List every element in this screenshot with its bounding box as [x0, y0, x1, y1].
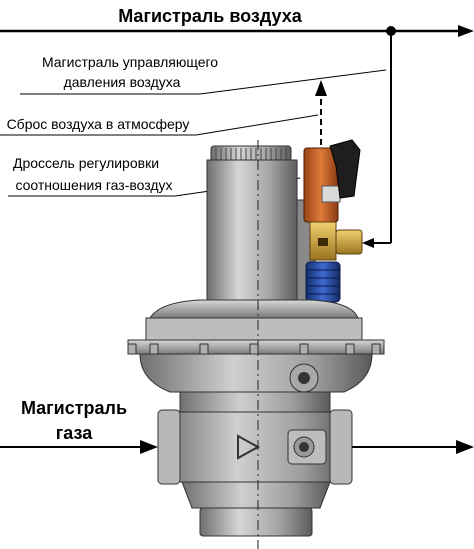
inlet-port	[157, 409, 181, 485]
outlet-port	[329, 409, 353, 485]
lower-port	[287, 429, 327, 465]
upper-port	[289, 363, 319, 393]
flange-bolts	[127, 343, 381, 355]
gas-main-label-1: Магистраль	[21, 398, 127, 418]
brass-fitting	[309, 221, 363, 261]
control-line-label-1: Магистраль управляющего	[42, 54, 218, 70]
leader-control	[199, 69, 387, 95]
vent-arrow	[315, 80, 327, 145]
valve-base	[181, 481, 331, 509]
vent-label: Сброс воздуха в атмосферу	[7, 116, 190, 132]
throttle-label-1: Дроссель регулировки	[13, 155, 159, 171]
control-pressure-line	[362, 31, 392, 248]
leader-vent	[195, 114, 319, 136]
diaphragm-middle	[145, 317, 363, 341]
gas-main-label-2: газа	[56, 423, 93, 443]
throttle-label-2: соотношения газ-воздух	[15, 177, 172, 193]
throttle-handle	[329, 139, 361, 199]
blue-fitting	[305, 261, 341, 303]
diaphragm-lower	[139, 353, 373, 393]
valve-neck	[179, 391, 331, 413]
gas-main-line	[0, 440, 474, 454]
regulator-cylinder	[206, 159, 298, 321]
diaphragm-upper	[149, 299, 359, 319]
air-main-line	[0, 25, 474, 37]
air-main-label: Магистраль воздуха	[118, 6, 303, 26]
flow-direction-icon	[237, 434, 261, 460]
control-line-label-2: давления воздуха	[64, 74, 181, 90]
top-cap	[210, 145, 292, 163]
bottom-nut	[199, 507, 313, 537]
